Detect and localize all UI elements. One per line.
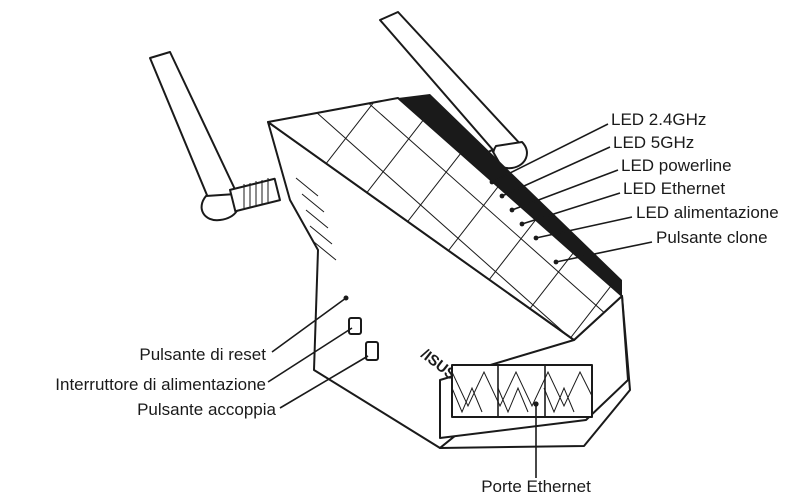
label-led-5ghz: LED 5GHz <box>613 133 694 152</box>
label-pulsante-reset: Pulsante di reset <box>139 345 266 364</box>
label-led-ethernet: LED Ethernet <box>623 179 725 198</box>
right-callout-lines <box>491 123 653 263</box>
label-porte-ethernet: Porte Ethernet <box>481 477 591 496</box>
device-body: /ISUS <box>267 94 631 449</box>
label-led-24ghz: LED 2.4GHz <box>611 110 706 129</box>
left-buttons <box>343 295 379 361</box>
label-led-alimentazione: LED alimentazione <box>636 203 779 222</box>
label-interruttore-alimentazione: Interruttore di alimentazione <box>55 375 266 394</box>
label-led-powerline: LED powerline <box>621 156 732 175</box>
ethernet-ports <box>451 364 593 418</box>
left-antenna <box>149 51 281 222</box>
left-labels: Pulsante di reset Interruttore di alimen… <box>55 345 276 419</box>
label-pulsante-accoppia: Pulsante accoppia <box>137 400 276 419</box>
label-pulsante-clone: Pulsante clone <box>656 228 768 247</box>
right-labels: LED 2.4GHz LED 5GHz LED powerline LED Et… <box>611 110 779 247</box>
left-callout-lines <box>267 297 369 409</box>
